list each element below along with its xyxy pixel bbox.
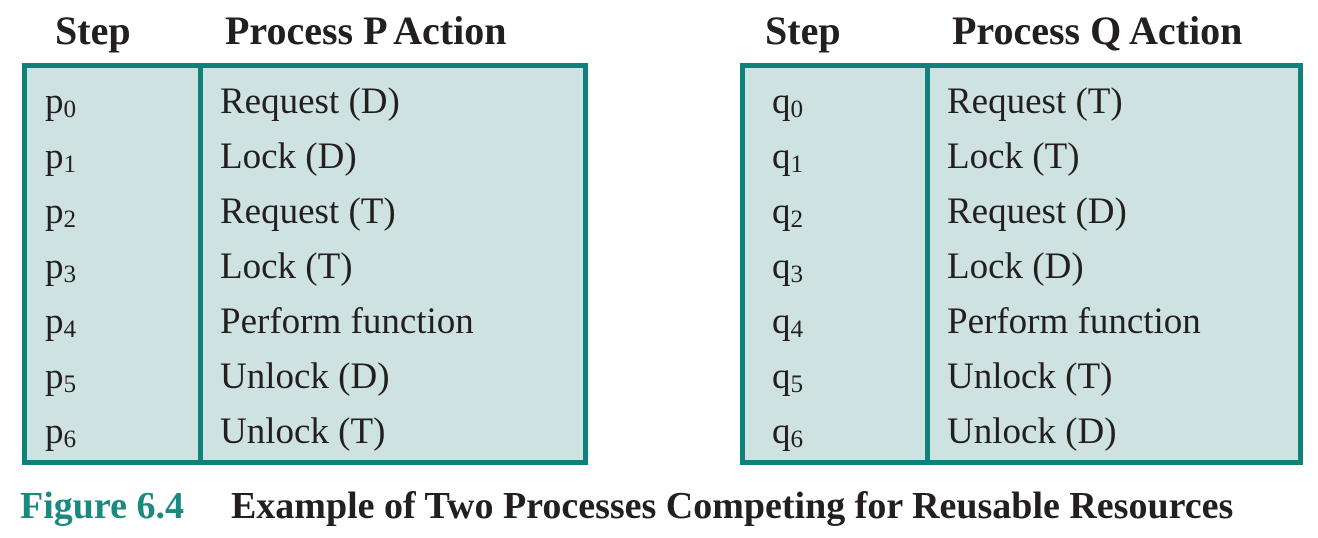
action-cell: Lock (D) [220,136,357,177]
action-cell: Request (T) [947,81,1123,122]
step-cell: p4 [45,294,198,349]
step-label: p [45,411,64,452]
step-cell: q1 [772,129,925,184]
action-cell: Unlock (T) [947,356,1113,397]
step-label: p [45,81,64,122]
step-label: q [772,191,791,232]
step-label: p [45,136,64,177]
action-cell: Lock (D) [947,246,1084,287]
step-cell: q5 [772,349,925,404]
action-cell: Lock (T) [220,246,353,287]
process-p-step-column: p0 p1 p2 p3 p4 p5 p6 [27,68,203,460]
step-cell: p0 [45,74,198,129]
process-q-action-column-header: Process Q Action [952,8,1243,53]
action-cell: Unlock (D) [220,356,390,397]
step-cell: p1 [45,129,198,184]
step-label: p [45,191,64,232]
step-subscript: 0 [790,96,804,124]
step-label: p [45,246,64,287]
process-q-table-box: q0 q1 q2 q3 q4 q5 q6 Request (T) Lock (T… [740,63,1303,465]
step-subscript: 2 [63,206,77,234]
process-p-action-column-header: Process P Action [225,8,507,53]
step-label: p [45,356,64,397]
step-cell: q0 [772,74,925,129]
process-q-step-column: q0 q1 q2 q3 q4 q5 q6 [745,68,930,460]
process-q-table-header: Step Process Q Action [740,8,1303,58]
step-cell: q4 [772,294,925,349]
step-subscript: 0 [63,96,77,124]
step-subscript: 3 [790,261,804,289]
step-cell: q6 [772,404,925,459]
action-cell: Lock (T) [947,136,1080,177]
step-label: q [772,301,791,342]
step-column-header: Step [765,8,841,53]
action-cell: Request (T) [220,191,396,232]
step-cell: p5 [45,349,198,404]
process-q-action-column: Request (T) Lock (T) Request (D) Lock (D… [930,68,1298,460]
step-cell: p3 [45,239,198,294]
action-cell: Perform function [947,301,1201,342]
step-subscript: 3 [63,261,77,289]
step-cell: p2 [45,184,198,239]
action-cell: Unlock (D) [947,411,1117,452]
step-subscript: 6 [63,426,77,454]
step-label: p [45,301,64,342]
step-subscript: 6 [790,426,804,454]
step-label: q [772,356,791,397]
step-label: q [772,246,791,287]
action-cell: Request (D) [220,81,400,122]
step-cell: q3 [772,239,925,294]
action-cell: Unlock (T) [220,411,386,452]
step-subscript: 4 [790,316,804,344]
step-cell: q2 [772,184,925,239]
process-p-table-header: Step Process P Action [22,8,588,58]
figure-caption: Figure 6.4 Example of Two Processes Compe… [20,484,1233,528]
step-column-header: Step [55,8,131,53]
figure-number: Figure 6.4 [20,485,184,527]
step-label: q [772,81,791,122]
process-p-action-column: Request (D) Lock (D) Request (T) Lock (T… [203,68,583,460]
step-cell: p6 [45,404,198,459]
step-subscript: 5 [790,371,804,399]
figure-title: Example of Two Processes Competing for R… [230,485,1234,527]
step-subscript: 1 [63,151,77,179]
process-p-table-box: p0 p1 p2 p3 p4 p5 p6 Request (D) Lock (D… [22,63,588,465]
action-cell: Perform function [220,301,474,342]
step-label: q [772,411,791,452]
action-cell: Request (D) [947,191,1127,232]
step-subscript: 2 [790,206,804,234]
step-subscript: 1 [790,151,804,179]
step-subscript: 5 [63,371,77,399]
step-label: q [772,136,791,177]
step-subscript: 4 [63,316,77,344]
